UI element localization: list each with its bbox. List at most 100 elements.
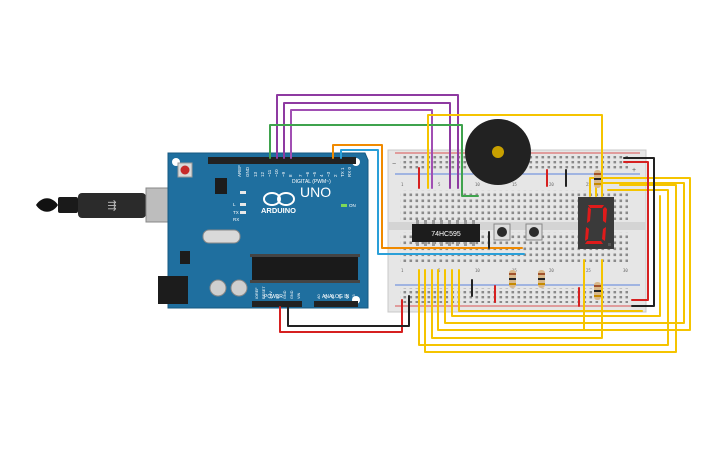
wire-red-rail-right[interactable] [623, 161, 649, 301]
pin-label-vin: VIN [297, 292, 301, 299]
pin-label-gnd: GND [245, 166, 250, 177]
chip-pin-bottom-4 [440, 242, 443, 246]
wire-black-rail-right[interactable] [623, 157, 655, 307]
pin-label-reset: RESET [262, 286, 266, 299]
chip-pin-bottom-8 [472, 242, 475, 246]
resistor-3[interactable] [594, 170, 601, 188]
wire-purple-3[interactable] [290, 109, 433, 189]
chip-pin-top-7 [464, 220, 467, 224]
svg-text:⇶: ⇶ [107, 199, 116, 212]
pin-label-9: ~9 [281, 171, 286, 177]
pin-label-12: 12 [260, 171, 265, 177]
wire-yellow-top[interactable] [427, 114, 603, 197]
pin-label-10: ~10 [274, 169, 279, 177]
atmega-chip [252, 255, 358, 281]
pin-label-rx: RX 0 [347, 166, 352, 177]
pin-label-a3: A3 [338, 294, 342, 299]
chip-pin-top-3 [432, 220, 435, 224]
wire-purple-1[interactable] [276, 94, 459, 189]
pin-label-2: 2 [333, 174, 338, 177]
chip-pin-top-6 [456, 220, 459, 224]
seven-segment-display[interactable] [578, 197, 614, 249]
wire-black-gnd[interactable] [287, 295, 410, 327]
arduino-logo-icon [263, 192, 295, 206]
row-number-20-top: 20 [549, 182, 554, 187]
wire-red-5v[interactable] [279, 299, 403, 333]
chip-pin-bottom-3 [432, 242, 435, 246]
row-number-20-bottom: 20 [549, 268, 554, 273]
reset-button-cap[interactable] [180, 165, 190, 175]
pin-label-3: ~3 [326, 171, 331, 177]
power-jack [158, 276, 188, 304]
pin-label-aref: AREF [237, 165, 242, 177]
row-number-25-top: 25 [586, 182, 591, 187]
usb-cable: ⇶ [36, 187, 185, 223]
rail-minus-symbol: − [392, 161, 396, 168]
chip-pin-bottom-1 [416, 242, 419, 246]
segment-c [602, 227, 606, 241]
analog-header [314, 301, 358, 307]
wire-yellow-1[interactable] [424, 184, 677, 353]
digital-header [208, 157, 356, 164]
pin-label-11: ~11 [267, 169, 272, 177]
crystal [202, 229, 241, 244]
chip-pin-top-4 [440, 220, 443, 224]
push-button-2[interactable] [525, 223, 543, 241]
rail-plus-symbol: + [632, 167, 636, 174]
row-number-30-bottom: 30 [623, 268, 628, 273]
chip-pin-bottom-2 [424, 242, 427, 246]
pin-label-a5: A5 [352, 294, 356, 299]
resistor-1[interactable] [509, 270, 516, 288]
segment-dp [608, 243, 611, 246]
row-number-25-bottom: 25 [586, 268, 591, 273]
wire-green[interactable] [269, 124, 479, 197]
row-number-15-top: 15 [512, 182, 517, 187]
row-number-1-bottom: 1 [401, 268, 404, 273]
row-number-10-bottom: 10 [475, 268, 480, 273]
pin-label-7: 7 [298, 174, 303, 177]
on-led-label: ON [349, 203, 356, 208]
resistor-2[interactable] [538, 270, 545, 288]
row-number-1-top: 1 [401, 182, 404, 187]
row-number-10-top: 10 [475, 182, 480, 187]
row-number-15-bottom: 15 [512, 268, 517, 273]
push-button-1[interactable] [493, 223, 511, 241]
pin-label-5v: 5V [276, 294, 280, 299]
segment-b [603, 207, 607, 223]
arduino-uno-board[interactable]: UNO ARDUINO DIGITAL (PWM~) POWER ANALOG … [158, 152, 369, 309]
pin-label-a4: A4 [345, 294, 349, 299]
pin-label-5: ~5 [312, 171, 317, 177]
shift-register-chip[interactable]: 74HC595 [412, 220, 480, 246]
wire-yellow-7[interactable] [458, 269, 643, 312]
bottom-power-rail[interactable] [400, 288, 628, 303]
wire-yellow-4[interactable] [437, 177, 691, 331]
pin-label-13: 13 [253, 171, 258, 177]
wire-blue[interactable] [340, 149, 525, 255]
row-number-5-bottom: 5 [438, 268, 441, 273]
resistor-4[interactable] [594, 282, 601, 300]
chip-pin-top-8 [472, 220, 475, 224]
wire-yellow-6[interactable] [451, 195, 661, 317]
pin-label-8: 8 [288, 174, 293, 177]
pin-label-6: ~6 [305, 171, 310, 177]
chip-pin-bottom-7 [464, 242, 467, 246]
chip-label: 74HC595 [431, 231, 461, 238]
pin-label-a1: A1 [324, 294, 328, 299]
chip-pin-bottom-6 [456, 242, 459, 246]
pin-label-gnd-1: GND [283, 290, 287, 299]
led-l-label: L [233, 202, 236, 207]
pin-label-a2: A2 [331, 294, 335, 299]
wire-purple-2[interactable] [283, 102, 451, 189]
analog-header-label: ANALOG IN [322, 294, 350, 300]
wire-yellow-3[interactable] [431, 259, 603, 339]
chip-pin-top-5 [448, 220, 451, 224]
led-tx-label: TX [233, 210, 239, 215]
arduino-brand-label: ARDUINO [261, 206, 296, 215]
pin-label-gnd-2: GND [290, 290, 294, 299]
wire-orange[interactable] [332, 144, 523, 249]
power-header [252, 301, 302, 307]
chip-pin-top-2 [424, 220, 427, 224]
pin-label-3v3: 3.3V [269, 291, 273, 299]
piezo-buzzer[interactable] [465, 119, 531, 185]
